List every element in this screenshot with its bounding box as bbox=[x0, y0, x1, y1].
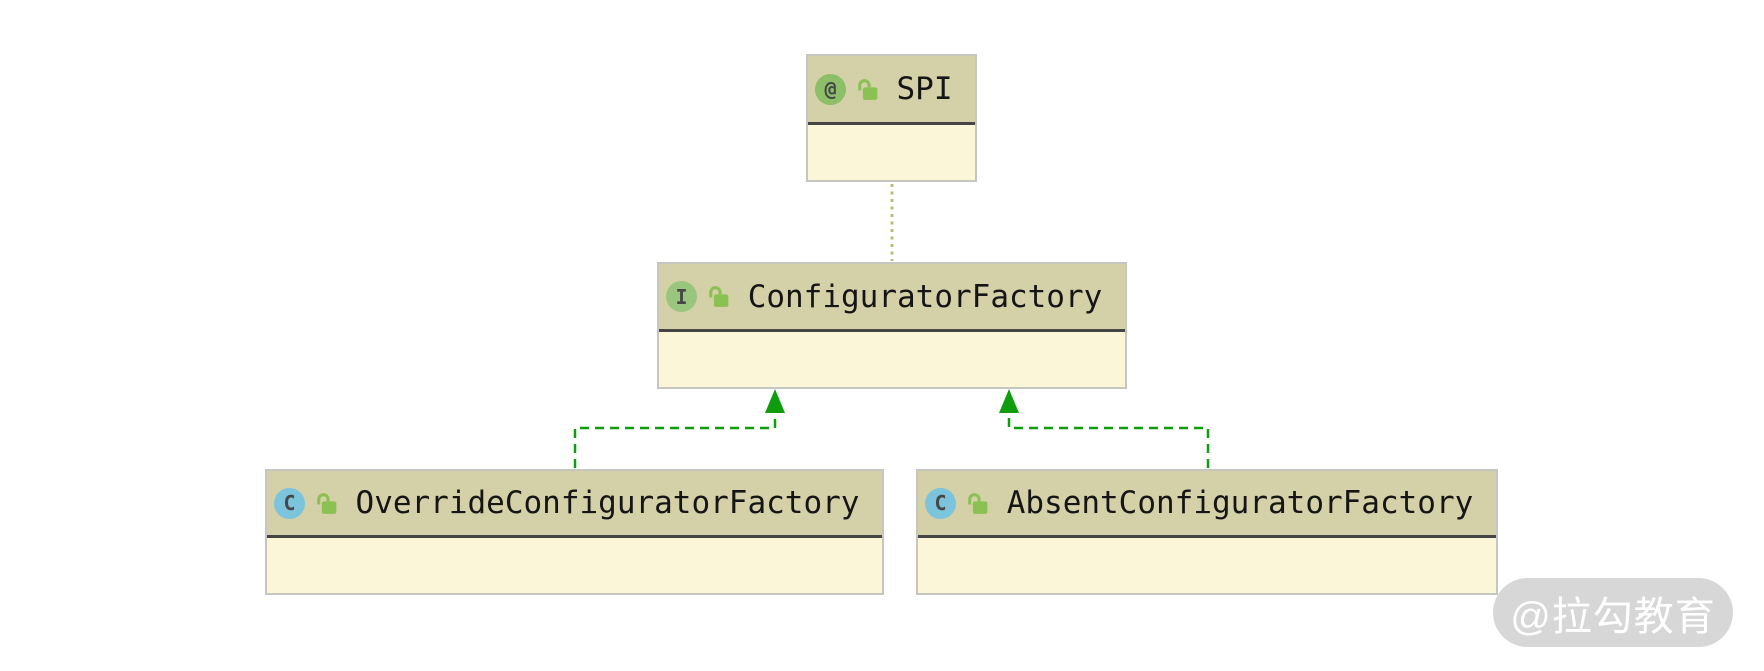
node-body-override bbox=[267, 538, 882, 593]
interface-icon: I bbox=[666, 281, 697, 312]
node-body-configurator-factory bbox=[659, 332, 1125, 387]
unlock-icon bbox=[968, 492, 988, 514]
uml-node-spi[interactable]: @ SPI bbox=[806, 54, 977, 182]
annotation-icon: @ bbox=[815, 73, 846, 105]
node-header-absent: C AbsentConfiguratorFactory bbox=[918, 471, 1496, 538]
node-title-configurator-factory: ConfiguratorFactory bbox=[747, 278, 1103, 315]
edge-arrowhead-absent bbox=[999, 389, 1019, 413]
edge-implements-override bbox=[573, 412, 777, 468]
node-title-absent: AbsentConfiguratorFactory bbox=[1006, 485, 1474, 521]
node-header-configurator-factory: I ConfiguratorFactory bbox=[659, 264, 1125, 332]
node-title-override: OverrideConfiguratorFactory bbox=[355, 485, 860, 521]
edge-implements-absent bbox=[1007, 412, 1210, 468]
watermark-badge: @拉勾教育 bbox=[1493, 578, 1733, 647]
uml-node-configurator-factory[interactable]: I ConfiguratorFactory bbox=[657, 262, 1127, 389]
node-header-override: C OverrideConfiguratorFactory bbox=[267, 471, 882, 538]
node-title-spi: SPI bbox=[896, 71, 953, 107]
edge-arrowhead-override bbox=[765, 389, 785, 413]
unlock-icon bbox=[709, 286, 729, 307]
class-icon: C bbox=[274, 487, 305, 519]
class-icon: C bbox=[925, 487, 956, 519]
uml-node-override-configurator-factory[interactable]: C OverrideConfiguratorFactory bbox=[265, 469, 884, 595]
uml-node-absent-configurator-factory[interactable]: C AbsentConfiguratorFactory bbox=[916, 469, 1498, 595]
unlock-icon bbox=[317, 492, 337, 514]
node-body-absent bbox=[918, 538, 1496, 593]
node-header-spi: @ SPI bbox=[808, 56, 975, 125]
unlock-icon bbox=[858, 78, 878, 100]
node-body-spi bbox=[808, 125, 975, 180]
